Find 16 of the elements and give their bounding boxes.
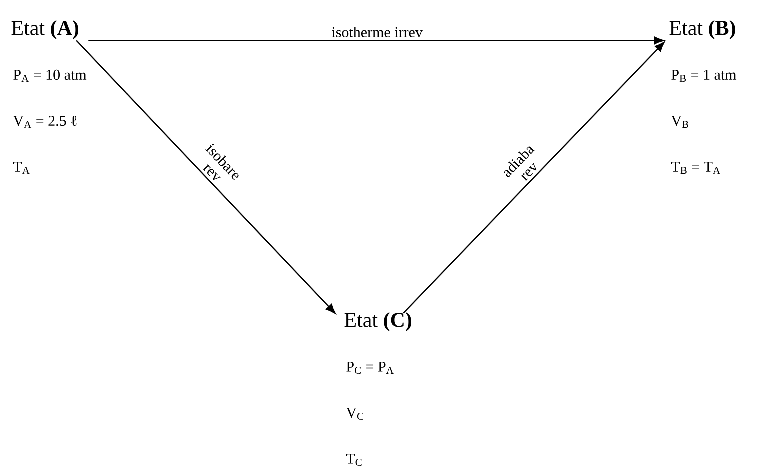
- state-property: V$_{B}$: [671, 116, 689, 128]
- state-property: T$_{B}$ = T$_{A}$: [671, 162, 720, 174]
- state-property: P$_{C}$ = P$_{A}$: [346, 362, 394, 374]
- state-property: P$_{B}$ = 1 atm: [672, 70, 737, 82]
- state-property: V$_{A}$ = 2.5 ℓ: [13, 116, 77, 128]
- state-heading: Etat (A): [12, 20, 78, 40]
- arrow: [88, 36, 664, 45]
- arrow: [76, 40, 336, 314]
- state-property: T$_{C}$: [346, 454, 362, 466]
- arrow: [403, 42, 665, 314]
- edge-label: isotherme irrev: [330, 26, 424, 39]
- state-heading: Etat (C): [344, 312, 412, 332]
- state-property: V$_{C}$: [346, 408, 364, 420]
- state-property: P$_{A}$ = 10 atm: [14, 70, 87, 82]
- state-property: T$_{A}$: [13, 162, 30, 174]
- state-heading: Etat (B): [670, 20, 736, 40]
